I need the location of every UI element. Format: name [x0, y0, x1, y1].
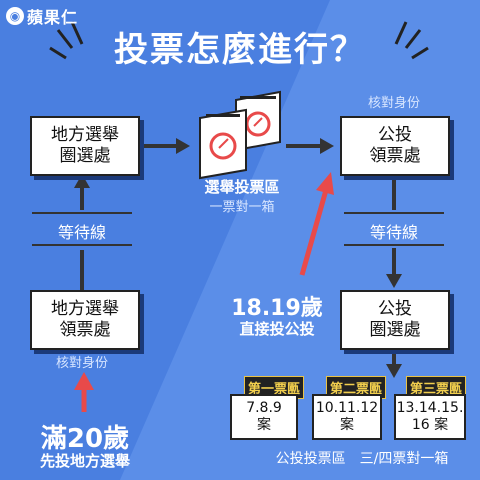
ballot-box-2-line1: 10.11.12: [315, 400, 379, 417]
ref-receive-line1: 公投: [378, 124, 412, 145]
ballot-box-3-line2: 16 案: [411, 417, 449, 433]
arrow-head-to-election: [176, 138, 190, 154]
ballot-box-2-line2: 案: [340, 417, 354, 433]
referendum-ballot-box-1: 7.8.9 案: [230, 394, 298, 440]
red-arrow-shaft-age18: [299, 189, 329, 276]
arrow-head-to-referendum: [320, 138, 334, 154]
callout-age18-subtitle: 直接投公投: [239, 320, 315, 338]
election-ballot-box-front: [199, 108, 247, 180]
callout-age20-subtitle: 先投地方選舉: [39, 452, 130, 470]
election-area-label: 選舉投票區: [204, 178, 280, 196]
election-area-sublabel: 一票對一箱: [209, 200, 275, 215]
wait-line-label-left: 等待線: [57, 223, 106, 242]
local-election-receive-box: 地方選舉 領票處: [30, 290, 140, 350]
emphasis-line-right-1: [404, 29, 422, 49]
emphasis-line-right-3: [411, 46, 429, 60]
arrow-head-left-upper: [74, 174, 90, 188]
callout-age18-title: 18.19歲: [231, 296, 323, 321]
ballot-box-tag-3-text: 第三票匭: [410, 382, 463, 397]
brand-logo: ◉ 蘋果仁: [6, 4, 78, 28]
ballot-box-1-line1: 7.8.9: [246, 400, 282, 417]
referendum-area-label: 公投投票區 三/四票對一箱: [275, 451, 449, 467]
emphasis-line-left-2: [70, 21, 84, 45]
arrow-head-right-lower: [386, 274, 402, 288]
ballot-box-tag-2-text: 第二票匭: [330, 382, 383, 397]
referendum-ballot-box-2: 10.11.12 案: [312, 394, 382, 440]
ref-select-line2: 圈選處: [369, 320, 421, 340]
arrow-head-to-ballots: [386, 364, 402, 378]
ballot-box-tag-1-text: 第一票匭: [248, 382, 301, 397]
ref-select-line1: 公投: [378, 298, 412, 319]
local-select-line2: 圈選處: [59, 146, 111, 166]
local-election-select-box: 地方選舉 圈選處: [30, 116, 140, 176]
callout-age20-title: 滿20歲: [40, 424, 130, 454]
local-receive-line1: 地方選舉: [51, 298, 119, 319]
id-check-label-right: 核對身份: [367, 96, 420, 111]
ballot-box-3-line1: 13.14.15.: [396, 400, 464, 417]
emphasis-line-left-1: [56, 29, 74, 49]
page-title: 投票怎麼進行？: [114, 30, 366, 70]
ballot-box-1-line2: 案: [257, 417, 271, 433]
emphasis-line-left-3: [49, 46, 67, 60]
local-receive-line2: 領票處: [59, 320, 111, 340]
logo-text: 蘋果仁: [27, 8, 79, 27]
red-arrow-head-age20: [74, 372, 94, 390]
wait-line-label-right: 等待線: [369, 223, 418, 242]
ref-receive-line2: 領票處: [369, 146, 421, 166]
emphasis-line-right-2: [394, 21, 408, 45]
logo-icon: ◉: [6, 7, 24, 25]
id-check-label-left: 核對身份: [55, 356, 108, 371]
referendum-ballot-box-3: 13.14.15. 16 案: [394, 394, 466, 440]
local-select-line1: 地方選舉: [51, 124, 119, 145]
ballot-box-tag-2: 第二票匭: [326, 376, 387, 399]
referendum-receive-box: 公投 領票處: [340, 116, 450, 176]
referendum-select-box: 公投 圈選處: [340, 290, 450, 350]
red-arrow-head-age18: [316, 172, 334, 195]
